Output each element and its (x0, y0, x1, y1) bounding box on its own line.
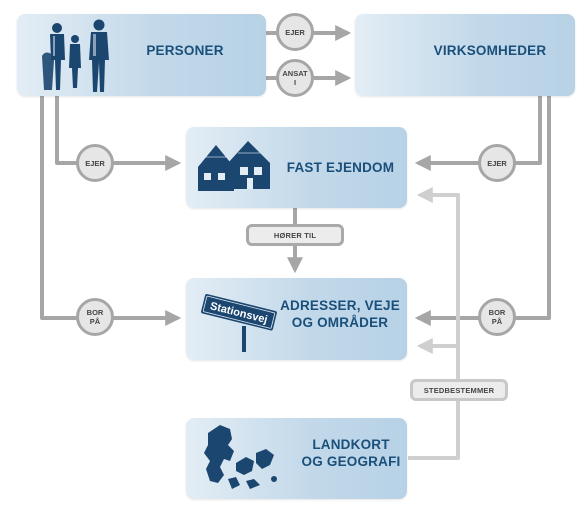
badge-ejer-right: EJER (478, 144, 516, 182)
pill-hoerer-til: HØRER TIL (246, 224, 344, 246)
connector-ejer-left (55, 96, 182, 171)
street-sign-icon: Stationsvej (201, 294, 277, 352)
connector-ejer-right (414, 96, 542, 171)
pill-stedbestemmer: STEDBESTEMMER (410, 379, 508, 401)
connector-bor-right (414, 96, 551, 326)
houses-icon (198, 141, 270, 191)
box-fast-ejendom: FAST EJENDOM (186, 127, 407, 208)
box-adresser: Stationsvej ADRESSER, VEJE OG OMRÅDER (186, 278, 407, 360)
box-personer: PERSONER (17, 14, 266, 96)
label-adresser: ADRESSER, VEJE OG OMRÅDER (280, 298, 400, 330)
label-virksomheder: VIRKSOMHEDER (433, 43, 547, 58)
badge-bor-paa-right: BOR PÅ (478, 298, 516, 336)
badge-ejer-top: EJER (276, 13, 314, 51)
label-fast-ejendom: FAST EJENDOM (286, 160, 395, 175)
label-personer: PERSONER (146, 43, 224, 58)
connector-stedbestemmer (408, 187, 460, 460)
people-icon (42, 19, 109, 92)
badge-ansat: ANSAT I (276, 59, 314, 97)
connector-bor-left (40, 96, 182, 326)
box-landkort: LANDKORT OG GEOGRAFI (186, 418, 407, 499)
denmark-map-icon (204, 425, 277, 489)
badge-ejer-left: EJER (76, 144, 114, 182)
badge-bor-paa-left: BOR PÅ (76, 298, 114, 336)
label-landkort: LANDKORT OG GEOGRAFI (301, 437, 401, 469)
box-virksomheder: VIRKSOMHEDER (355, 14, 575, 96)
